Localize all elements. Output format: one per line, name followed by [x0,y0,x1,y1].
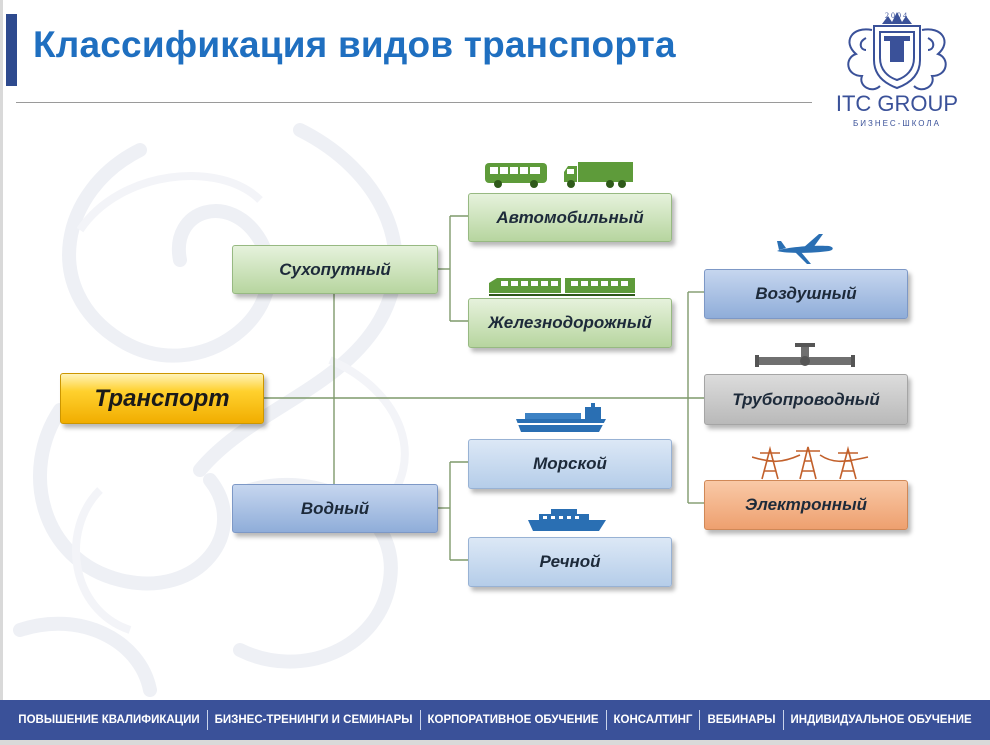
footer-separator [699,710,701,730]
footer-item-qualification[interactable]: ПОВЫШЕНИЕ КВАЛИФИКАЦИИ [18,714,200,726]
cargo-ship-icon [516,403,606,432]
footer-item-corporate[interactable]: КОРПОРАТИВНОЕ ОБУЧЕНИЕ [427,714,599,726]
node-rail: Железнодорожный [468,298,672,348]
footer-separator [605,710,607,730]
node-pipeline: Трубопроводный [704,374,908,425]
page-title: Классификация видов транспорта [33,24,676,65]
node-land: Сухопутный [232,245,438,294]
airplane-icon [777,234,833,264]
node-river: Речной [468,537,672,587]
river-ship-icon [528,509,606,531]
node-transport: Транспорт [60,373,264,424]
bus-icon [485,163,547,188]
title-accent-bar [6,14,17,86]
footer-item-consulting[interactable]: КОНСАЛТИНГ [613,714,693,726]
footer-separator [206,710,208,730]
footer-item-webinars[interactable]: ВЕБИНАРЫ [707,714,776,726]
train-icon [489,278,635,296]
footer-separator [782,710,784,730]
truck-icon [564,162,633,188]
bottom-strip [0,740,990,745]
footer-item-individual[interactable]: ИНДИВИДУАЛЬНОЕ ОБУЧЕНИЕ [790,714,972,726]
power-tower-icon [752,445,869,480]
logo-subtitle: БИЗНЕС-ШКОЛА [852,119,941,128]
logo-name: ITC GROUP [835,91,959,116]
footer-item-trainings[interactable]: БИЗНЕС-ТРЕНИНГИ И СЕМИНАРЫ [214,714,413,726]
itc-group-logo: 2004 [847,11,947,91]
node-sea: Морской [468,439,672,489]
node-road: Автомобильный [468,193,672,242]
footer-bar: ПОВЫШЕНИЕ КВАЛИФИКАЦИИ БИЗНЕС-ТРЕНИНГИ И… [0,700,990,740]
footer-separator [419,710,421,730]
title-divider [16,102,812,103]
node-water: Водный [232,484,438,533]
node-electronic: Электронный [704,480,908,530]
pipeline-icon [755,343,855,367]
node-air: Воздушный [704,269,908,319]
left-edge-strip [0,0,3,745]
